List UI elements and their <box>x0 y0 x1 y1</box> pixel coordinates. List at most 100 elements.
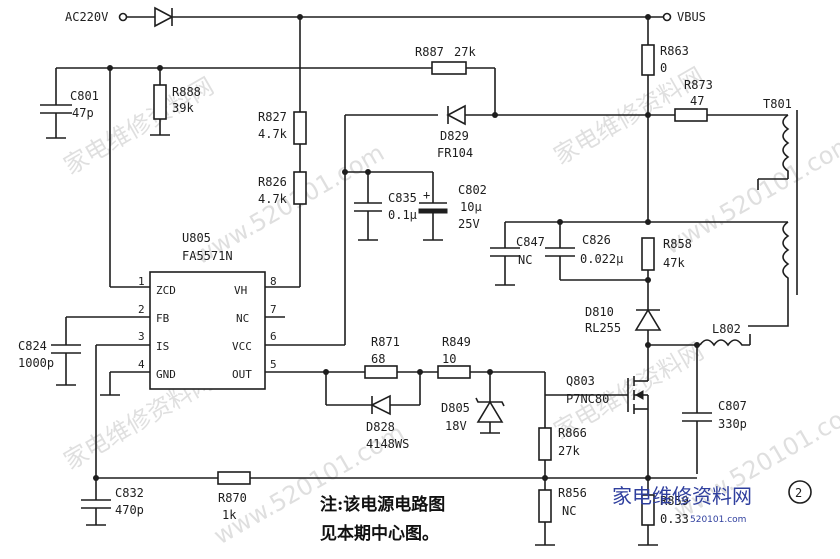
pin-name: FB <box>156 312 170 325</box>
diode-d810 <box>634 308 662 331</box>
r859-ref: R859 <box>660 494 689 508</box>
d805-value: 18V <box>445 419 467 433</box>
pin-number: 2 <box>138 303 145 316</box>
r859-value: 0.33 <box>660 512 689 526</box>
c832-value: 470p <box>115 503 144 517</box>
gate-drive-section: R871 68 D828 4148WS R849 10 D805 18V <box>265 335 628 451</box>
resistor-r870 <box>217 471 251 485</box>
pin-number: 3 <box>138 330 145 343</box>
r826-ref: R826 <box>258 175 287 189</box>
input-diode <box>154 6 174 28</box>
c802-polarity: + <box>423 188 430 202</box>
pin-name: OUT <box>232 368 252 381</box>
vcc-supply: C835 0.1μ + C802 10μ 25V <box>265 115 487 346</box>
d810-ref: D810 <box>585 305 614 319</box>
c802-ref: C802 <box>458 183 487 197</box>
d829-ref: D829 <box>440 129 469 143</box>
r826-value: 4.7k <box>258 192 288 206</box>
r849-ref: R849 <box>442 335 471 349</box>
mosfet-q803: Q803 P7NC80 <box>566 345 649 495</box>
c824-ref: C824 <box>18 339 47 353</box>
r871-value: 68 <box>371 352 385 366</box>
vh-divider: R827 4.7k R826 4.7k <box>258 17 307 288</box>
pin-name: ZCD <box>156 284 176 297</box>
r870-value: 1k <box>222 508 237 522</box>
r863-ref: R863 <box>660 44 689 58</box>
snubber-section: C847 NC C826 0.022μ R858 47k D810 RL255 … <box>490 219 751 474</box>
output-section: R863 0 R873 47 T801 <box>495 17 798 327</box>
vbus-label: VBUS <box>677 10 706 24</box>
resistor-r887 <box>431 61 467 75</box>
c801-value: 47p <box>72 106 94 120</box>
diode-d828 <box>370 394 391 416</box>
resistor-r888 <box>153 84 167 120</box>
d828-value: 4148WS <box>366 437 409 451</box>
r887-value: 27k <box>454 45 476 59</box>
ac220v-label: AC220V <box>65 10 108 24</box>
r871-ref: R871 <box>371 335 400 349</box>
pin-name: VCC <box>232 340 252 353</box>
t801-ref: T801 <box>763 97 792 111</box>
pin-number: 5 <box>270 358 277 371</box>
pin-name: NC <box>236 312 249 325</box>
c835-value: 0.1μ <box>388 208 417 222</box>
c802-rating: 25V <box>458 217 480 231</box>
ic-part: FA5571N <box>182 249 233 263</box>
fb-section: C824 1000p <box>18 316 150 386</box>
r863-value: 0 <box>660 61 667 75</box>
caption-note: 注:该电源电路图 见本期中心图。 <box>320 494 445 544</box>
c801-ref: C801 <box>70 89 99 103</box>
brand-logo: 家电维修资料网 520101.com 2 <box>612 480 812 525</box>
zener-d805 <box>476 400 504 423</box>
q803-value: P7NC80 <box>566 392 609 406</box>
c832-ref: C832 <box>115 486 144 500</box>
transformer-t801-winding-a <box>782 114 790 179</box>
transformer-t801-winding-b <box>748 221 790 327</box>
l802-ref: L802 <box>712 322 741 336</box>
top-rail: AC220V VBUS <box>65 6 706 28</box>
vbus-terminal <box>662 12 672 22</box>
pin-number: 4 <box>138 358 145 371</box>
r888-value: 39k <box>172 101 194 115</box>
pin-name: IS <box>156 340 169 353</box>
brand-text: 家电维修资料网 <box>612 484 752 508</box>
pin-number: 1 <box>138 275 145 288</box>
note-line-2: 见本期中心图。 <box>320 523 439 544</box>
circled-number-text: 2 <box>795 486 802 500</box>
diode-d829 <box>446 104 466 126</box>
r870-ref: R870 <box>218 491 247 505</box>
d828-ref: D828 <box>366 420 395 434</box>
resistor-r873 <box>674 108 708 122</box>
resistor-r863 <box>641 44 655 76</box>
d829-value: FR104 <box>437 146 473 160</box>
circled-number-mark <box>788 480 812 504</box>
pin-name: VH <box>234 284 247 297</box>
r873-value: 47 <box>690 94 704 108</box>
r866-value: 27k <box>558 444 580 458</box>
r858-ref: R858 <box>663 237 692 251</box>
resistor-r856 <box>538 489 552 523</box>
resistor-r826 <box>293 171 307 205</box>
q803-ref: Q803 <box>566 374 595 388</box>
d810-value: RL255 <box>585 321 621 335</box>
resistor-r827 <box>293 111 307 145</box>
ic-u805: U805 FA5571N 1 2 3 4 ZCD FB IS GND 8 7 6… <box>100 231 285 396</box>
resistor-r858 <box>641 237 655 271</box>
pin-number: 7 <box>270 303 277 316</box>
c802-value: 10μ <box>460 200 482 214</box>
r887-ref: R887 <box>415 45 444 59</box>
pin-number: 8 <box>270 275 277 288</box>
ic-ref: U805 <box>182 231 211 245</box>
feedback-section: C801 47p R888 39k R887 27k D829 FR104 <box>40 45 498 288</box>
resistor-r849 <box>437 365 471 379</box>
inductor-l802 <box>699 339 750 347</box>
c807-value: 330p <box>718 417 747 431</box>
d805-ref: D805 <box>441 401 470 415</box>
c835-ref: C835 <box>388 191 417 205</box>
c847-ref: C847 <box>516 235 545 249</box>
r827-ref: R827 <box>258 110 287 124</box>
resistor-r871 <box>364 365 398 379</box>
r856-value: NC <box>562 504 576 518</box>
ac220v-terminal <box>118 12 128 22</box>
